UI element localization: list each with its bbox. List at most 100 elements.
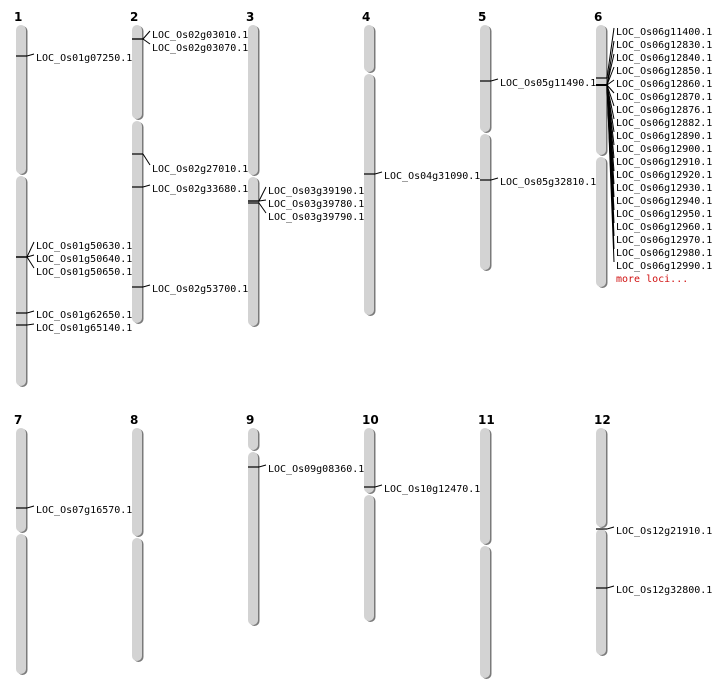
chromosome-arm-long[interactable] [16,534,26,674]
locus-label[interactable]: LOC_Os06g12850.1 [616,66,712,77]
locus-label[interactable]: LOC_Os06g12950.1 [616,209,712,220]
locus-label[interactable]: LOC_Os10g12470.1 [384,484,480,495]
chromosome-arm-long[interactable] [248,452,258,625]
chromosome-arm-short[interactable] [16,428,26,532]
locus-label[interactable]: LOC_Os02g53700.1 [152,284,248,295]
locus-connector [26,256,35,269]
locus-label[interactable]: LOC_Os06g12830.1 [616,40,712,51]
chromosome-11: 11 [478,413,495,679]
chromosome-arm-long[interactable] [364,495,374,621]
locus-connector [26,310,35,314]
locus-connector [374,484,383,488]
chromosome-arm-short[interactable] [596,25,606,155]
locus-connector [606,66,615,86]
locus-label[interactable]: LOC_Os06g11400.1 [616,27,712,38]
chromosome-arm-short[interactable] [364,25,374,72]
locus-connector [606,526,615,530]
chromosome-arm-short[interactable] [132,25,142,119]
chromosome-label: 5 [478,10,486,24]
locus-label[interactable]: LOC_Os07g16570.1 [36,505,132,516]
chromosome-arm-long[interactable] [16,176,26,386]
locus-label[interactable]: LOC_Os03g39780.1 [268,199,364,210]
chromosome-arm-long[interactable] [596,157,606,287]
locus-label[interactable]: LOC_Os06g12980.1 [616,248,712,259]
locus-label[interactable]: LOC_Os01g50630.1 [36,241,132,252]
locus-label[interactable]: LOC_Os01g50640.1 [36,254,132,265]
locus-label[interactable]: LOC_Os02g03010.1 [152,30,248,41]
chromosome-arm-short[interactable] [248,25,258,175]
chromosome-arm-short[interactable] [596,428,606,527]
locus-label[interactable]: LOC_Os06g12900.1 [616,144,712,155]
locus-label[interactable]: LOC_Os05g32810.1 [500,177,596,188]
chromosome-3: 3LOC_Os03g39190.1LOC_Os03g39780.1LOC_Os0… [246,10,364,327]
chromosome-label: 4 [362,10,370,24]
more-loci-link[interactable]: more loci... [616,274,688,285]
locus-label[interactable]: LOC_Os12g32800.1 [616,585,712,596]
locus-label[interactable]: LOC_Os06g12940.1 [616,196,712,207]
locus-label[interactable]: LOC_Os04g31090.1 [384,171,480,182]
chromosome-arm-short[interactable] [480,25,490,132]
chromosome-arm-short[interactable] [480,428,490,544]
locus-connector [258,186,267,202]
locus-connector [490,177,499,181]
locus-connector [606,53,615,86]
chromosome-arm-long[interactable] [132,538,142,661]
locus-connector [374,171,383,175]
locus-connector [26,505,35,509]
locus-label[interactable]: LOC_Os02g03070.1 [152,43,248,54]
chromosome-arm-long[interactable] [480,134,490,270]
locus-connector [26,241,35,258]
locus-label[interactable]: LOC_Os09g08360.1 [268,464,364,475]
locus-label[interactable]: LOC_Os06g12870.1 [616,92,712,103]
chromosome-arm-short[interactable] [16,25,26,174]
locus-label[interactable]: LOC_Os01g07250.1 [36,53,132,64]
chromosome-arm-short[interactable] [364,428,374,493]
locus-connector [606,585,615,589]
locus-label[interactable]: LOC_Os02g33680.1 [152,184,248,195]
locus-connector [26,323,35,326]
locus-connector [142,284,151,288]
locus-label[interactable]: LOC_Os03g39190.1 [268,186,364,197]
locus-label[interactable]: LOC_Os06g12876.1 [616,105,712,116]
locus-connector [606,84,615,94]
chromosome-arm-short[interactable] [248,428,258,450]
locus-label[interactable]: LOC_Os06g12930.1 [616,183,712,194]
chromosome-arm-short[interactable] [132,428,142,536]
chromosome-arm-long[interactable] [596,529,606,655]
locus-label[interactable]: LOC_Os06g12840.1 [616,53,712,64]
locus-label[interactable]: LOC_Os01g65140.1 [36,323,132,334]
locus-connector [142,30,151,40]
locus-label[interactable]: LOC_Os01g50650.1 [36,267,132,278]
locus-label[interactable]: LOC_Os01g62650.1 [36,310,132,321]
chromosome-label: 10 [362,413,379,427]
locus-connector [606,27,615,79]
locus-connector [258,199,267,202]
locus-label[interactable]: LOC_Os06g12970.1 [616,235,712,246]
locus-label[interactable]: LOC_Os06g12990.1 [616,261,712,272]
locus-label[interactable]: LOC_Os02g27010.1 [152,164,248,175]
locus-label[interactable]: LOC_Os05g11490.1 [500,78,596,89]
chromosome-arm-long[interactable] [132,121,142,323]
chromosome-arm-long[interactable] [480,546,490,678]
chromosome-label: 1 [14,10,22,24]
chromosome-arm-long[interactable] [248,177,258,326]
locus-label[interactable]: LOC_Os06g12910.1 [616,157,712,168]
locus-connector [258,464,267,468]
chromosome-label: 7 [14,413,22,427]
chromosome-label: 2 [130,10,138,24]
locus-label[interactable]: LOC_Os06g12920.1 [616,170,712,181]
chromosome-arm-long[interactable] [364,74,374,315]
chromosome-2: 2LOC_Os02g03010.1LOC_Os02g03070.1LOC_Os0… [130,10,248,324]
locus-label[interactable]: LOC_Os03g39790.1 [268,212,364,223]
locus-connector [142,184,151,188]
locus-label[interactable]: LOC_Os06g12882.1 [616,118,712,129]
locus-label[interactable]: LOC_Os06g12890.1 [616,131,712,142]
locus-label[interactable]: LOC_Os06g12860.1 [616,79,712,90]
locus-label[interactable]: LOC_Os12g21910.1 [616,526,712,537]
locus-label[interactable]: LOC_Os06g12960.1 [616,222,712,233]
chromosome-label: 11 [478,413,495,427]
